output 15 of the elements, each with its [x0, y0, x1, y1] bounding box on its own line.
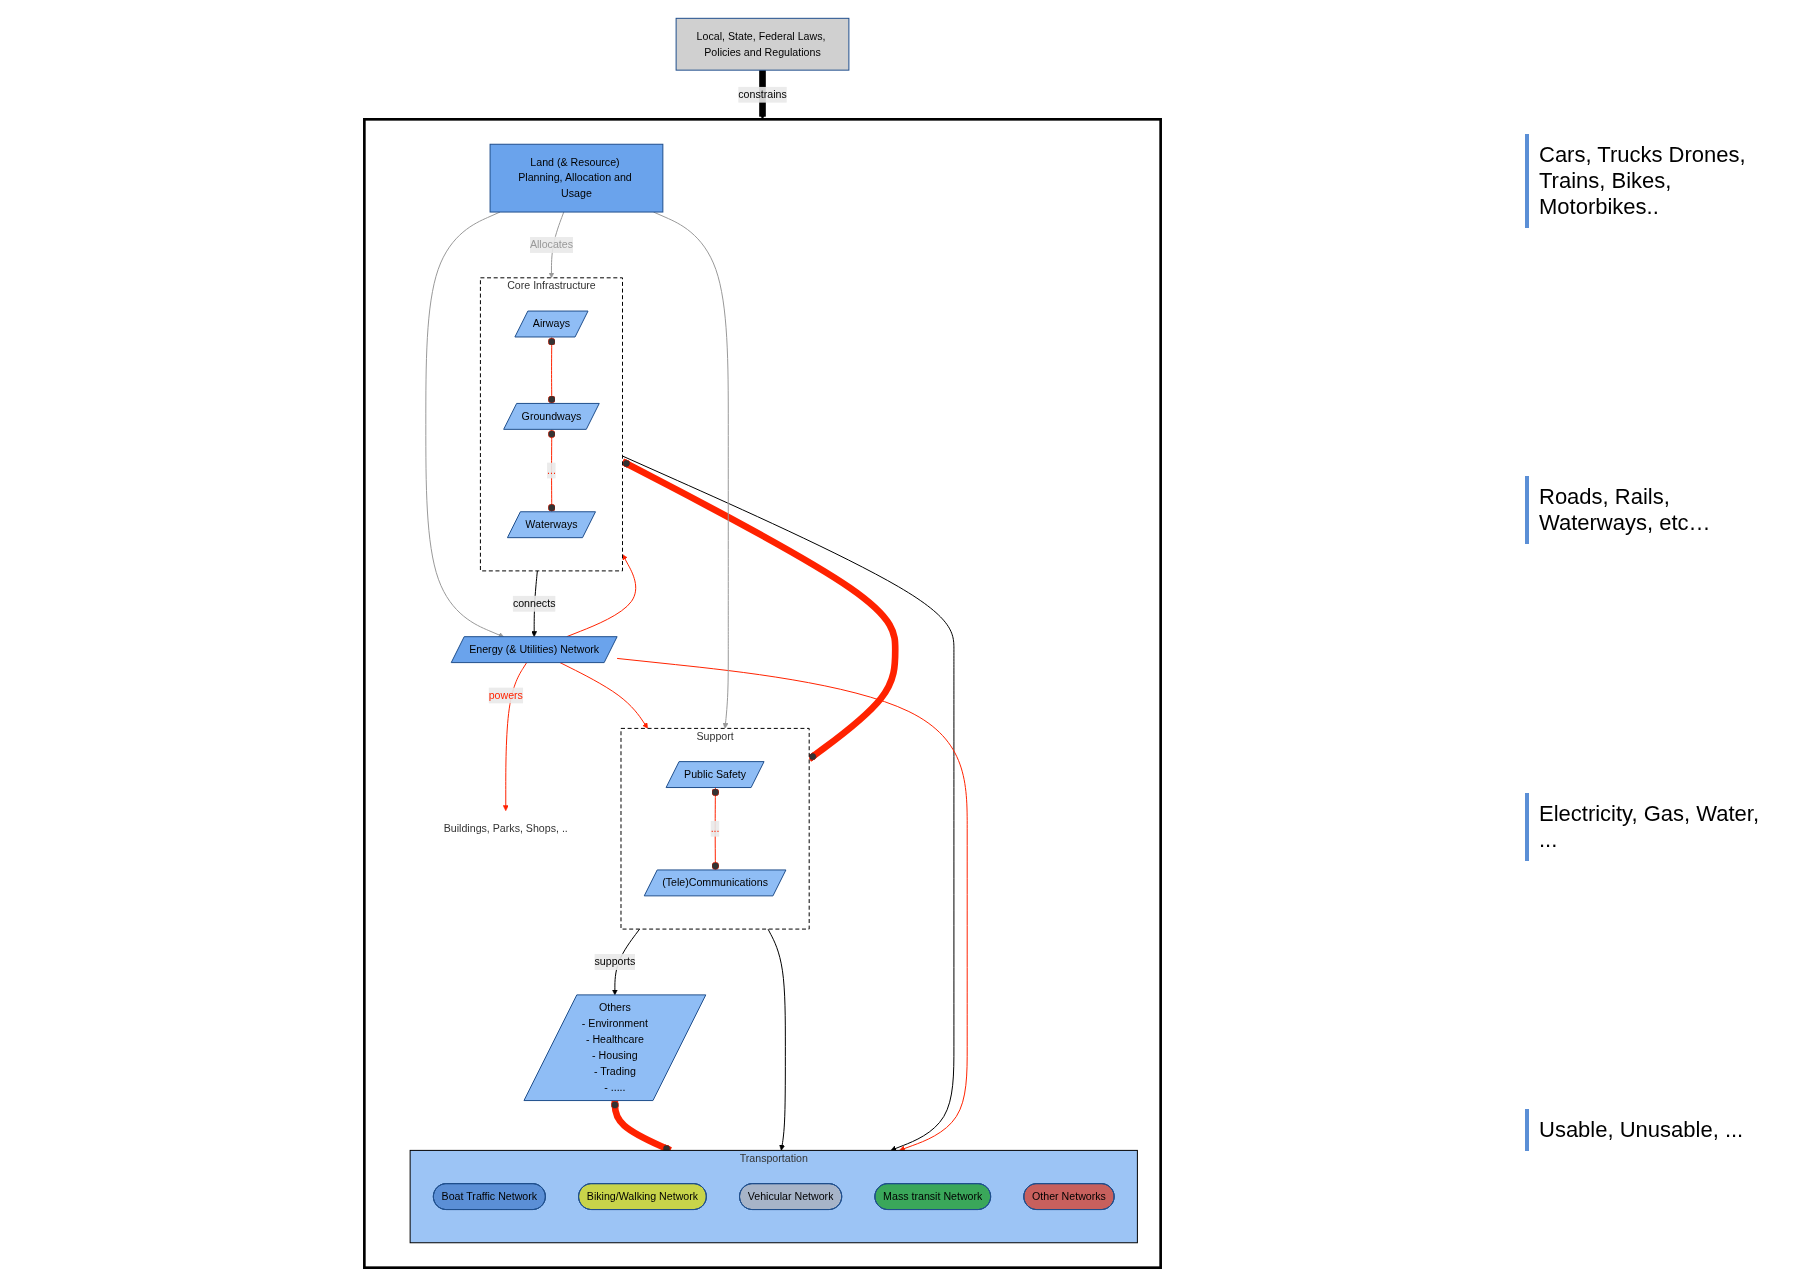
node-box: Land (& Resource) Planning, Allocation and Usage: [489, 143, 664, 213]
bracket-note: Usable, Unusable, ...: [1525, 1108, 1785, 1151]
edge-label: ...: [547, 464, 556, 476]
edge-label: powers: [488, 689, 523, 701]
edge-label: constrains: [738, 88, 787, 100]
node-text: Buildings, Parks, Shops, ..: [443, 822, 568, 834]
edge-label: supports: [594, 955, 636, 967]
bracket-note: Cars, Trucks Drones, Trains, Bikes, Motorbikes..: [1525, 134, 1785, 229]
edge-label: Allocates: [529, 238, 574, 250]
edge-label: ...: [710, 822, 720, 834]
node-box: Local, State, Federal Laws, Policies and Regulations: [675, 17, 850, 71]
bracket-note: Roads, Rails, Waterways, etc…: [1525, 476, 1785, 545]
edge-label: connects: [512, 597, 556, 609]
bracket-note: Electricity, Gas, Water, ...: [1525, 792, 1785, 861]
cluster: [363, 117, 1162, 1269]
